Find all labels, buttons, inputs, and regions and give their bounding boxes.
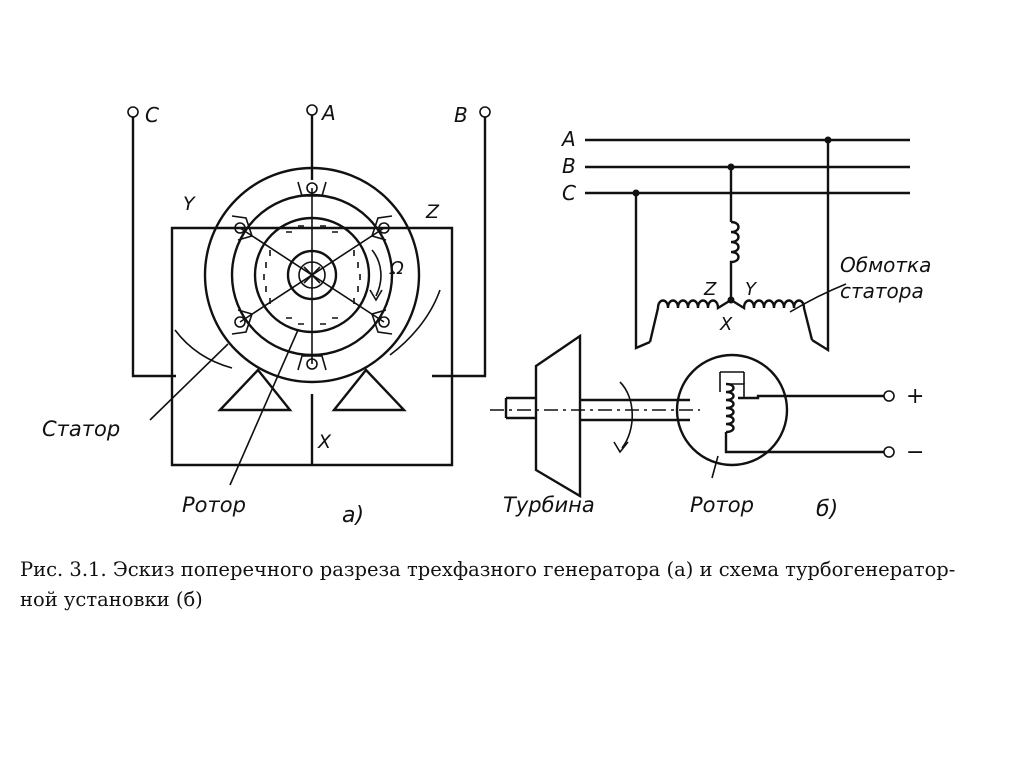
star-y-label: Y — [745, 279, 758, 300]
turbine-body — [534, 333, 582, 499]
terminal-a-label: A — [320, 101, 336, 125]
rotation-arc — [371, 249, 382, 297]
caption-line-1: Рис. 3.1. Эскиз поперечного разреза трех… — [20, 558, 956, 581]
slot-b — [378, 316, 390, 328]
panel-b-label: б) — [816, 497, 838, 522]
slot-y — [234, 222, 246, 234]
shaft-stub — [504, 396, 536, 420]
rotor-field-coil — [725, 382, 735, 434]
terminal-a-circle — [306, 104, 318, 116]
generator-rotor-circle — [675, 353, 789, 467]
minus-terminal — [883, 446, 895, 458]
rotation-omega-label: Ω — [389, 258, 404, 279]
stator-label: Статор — [42, 417, 120, 441]
tooth-bottom-left — [231, 309, 254, 335]
lead-c — [131, 117, 176, 378]
terminal-c-label: C — [145, 103, 159, 127]
neutral-frame — [170, 226, 454, 467]
coil-left — [648, 298, 732, 343]
winding-label-line2: статора — [840, 279, 924, 303]
star-z-label: Z — [703, 279, 717, 300]
phase-y-label: Y — [183, 193, 196, 215]
turbine-label: Турбина — [503, 493, 595, 517]
tooth-top-left — [231, 215, 254, 241]
bus-b-label: B — [562, 154, 576, 178]
phase-x-label: X — [317, 431, 332, 453]
stator-slots — [234, 182, 390, 370]
tooth-bottom-right — [370, 309, 393, 335]
phase-z-label: Z — [425, 201, 440, 223]
phase-winding-lines — [239, 188, 385, 364]
caption-line-2: ной установки (б) — [20, 588, 203, 611]
rotor-leader-a — [229, 329, 299, 486]
rotation-arrow-icon — [369, 289, 383, 302]
rotor-coil-top — [720, 371, 745, 398]
terminal-b-label: B — [454, 103, 468, 127]
winding-leader — [789, 283, 847, 313]
plus-terminal — [883, 390, 895, 402]
stator-hatch-2 — [389, 289, 441, 356]
rotor-label-b: Ротор — [690, 493, 754, 517]
rotor-coil-frame — [719, 372, 745, 392]
figure-diagram: C A B Y Z X Ω Статор Ротор а) — [42, 101, 931, 528]
star-x-label: X — [719, 314, 733, 335]
stator-hatch — [174, 329, 233, 369]
coil-vertical — [729, 220, 740, 300]
star-point — [727, 296, 735, 304]
stator-foot-left — [217, 368, 293, 412]
slot-z — [378, 222, 390, 234]
minus-lead — [724, 432, 884, 454]
shaft — [580, 398, 690, 422]
shaft-rotation-arrow-icon — [613, 441, 629, 454]
stator-leader — [149, 343, 229, 421]
panel-a-label: а) — [342, 503, 364, 528]
shaft-rotation-arc — [619, 381, 633, 449]
drop-a — [811, 140, 830, 353]
rotor-label-a: Ротор — [182, 493, 246, 517]
rotor-winding — [263, 225, 361, 325]
minus-label: − — [906, 440, 924, 465]
plus-label: + — [906, 384, 924, 409]
stator-outer-ring — [203, 166, 421, 384]
coil-right — [730, 298, 814, 341]
terminal-c-circle — [127, 106, 139, 118]
turbogenerator-scheme: A B C Z Y X Обмотка статора Турбина Рото… — [490, 127, 931, 522]
figure-caption: Рис. 3.1. Эскиз поперечного разреза трех… — [20, 555, 1010, 615]
generator-cross-section: C A B Y Z X Ω Статор Ротор а) — [42, 101, 491, 528]
slot-c — [234, 316, 246, 328]
bus-a-label: A — [560, 127, 576, 151]
lead-b — [432, 117, 487, 378]
winding-label-line1: Обмотка — [840, 253, 931, 277]
rotor-leader-b — [711, 455, 719, 479]
plus-lead — [738, 394, 884, 400]
terminal-b-circle — [479, 106, 491, 118]
bus-c-label: C — [562, 181, 576, 205]
drop-c — [634, 193, 651, 350]
tooth-top-right — [370, 215, 393, 241]
stator-foot-right — [331, 368, 407, 412]
